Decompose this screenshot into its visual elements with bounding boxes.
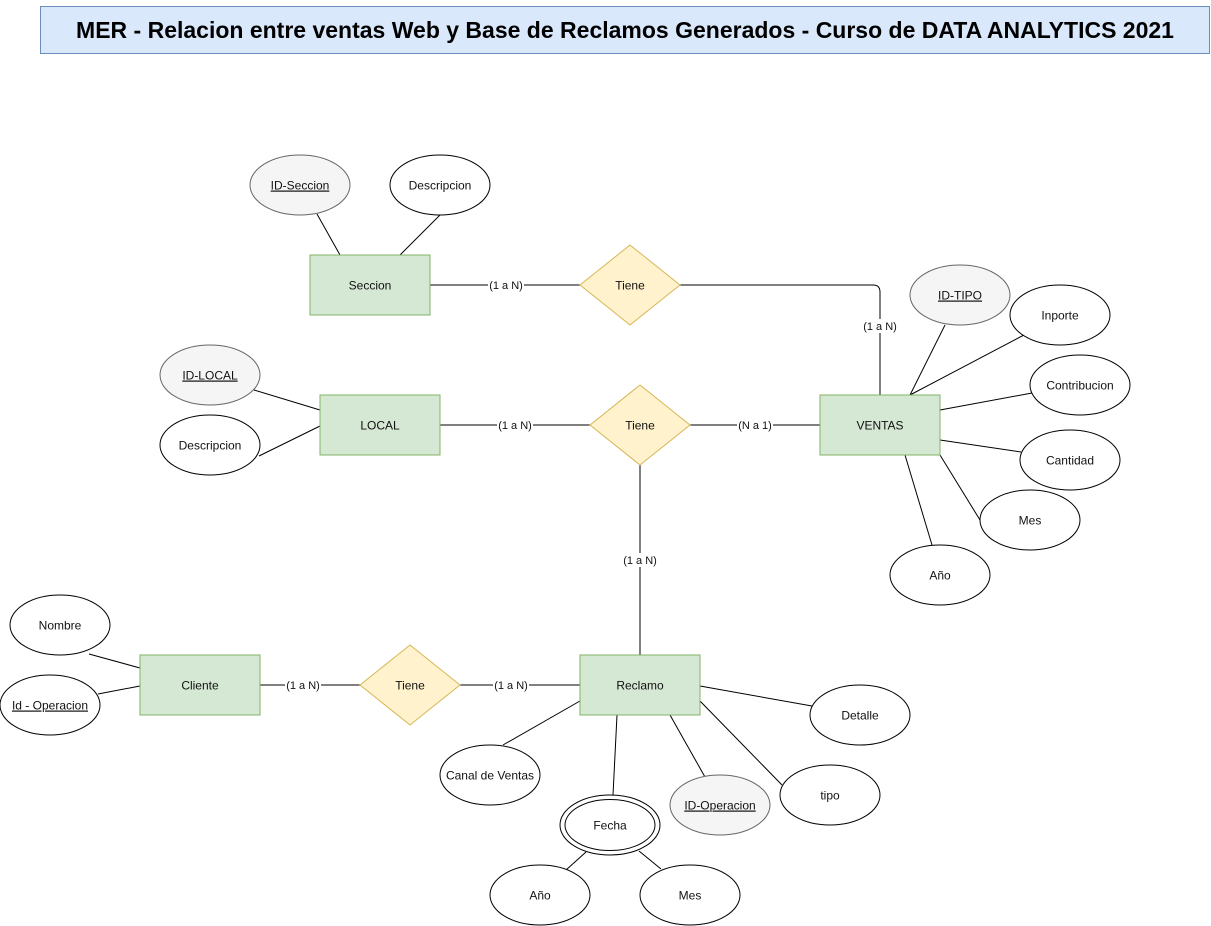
line-reclamo-detalle bbox=[699, 685, 813, 707]
relation-local-ventas: Tiene bbox=[589, 384, 691, 466]
attr-reclamo-tipo-label: tipo bbox=[820, 789, 840, 803]
attr-seccion-descripcion: Descripcion bbox=[389, 154, 491, 216]
attr-local-id-label: ID-LOCAL bbox=[182, 369, 238, 383]
line-ventas-anio bbox=[904, 454, 933, 546]
entity-local-label: LOCAL bbox=[360, 419, 400, 433]
attr-reclamo-canal: Canal de Ventas bbox=[439, 744, 541, 806]
line-cliente-id bbox=[97, 685, 141, 695]
attr-ventas-contribucion: Contribucion bbox=[1029, 354, 1131, 416]
attr-fecha-mes-label: Mes bbox=[679, 889, 702, 903]
attr-reclamo-tipo: tipo bbox=[779, 764, 881, 826]
line-tiene-ventas-top bbox=[680, 284, 881, 395]
attr-seccion-id: ID-Seccion bbox=[249, 154, 351, 216]
attr-reclamo-detalle: Detalle bbox=[809, 684, 911, 746]
cardinality-labels: (1 a N) (1 a N) (1 a N) (N a 1) (1 a N) … bbox=[285, 278, 898, 692]
attr-ventas-id: ID-TIPO bbox=[909, 264, 1011, 326]
relation-cliente-reclamo-label: Tiene bbox=[395, 679, 425, 693]
line-local-id bbox=[253, 389, 321, 411]
attr-ventas-inporte-label: Inporte bbox=[1041, 309, 1079, 323]
line-fecha-anio bbox=[565, 851, 587, 871]
line-reclamo-tipo bbox=[699, 700, 783, 786]
diagram-title: MER - Relacion entre ventas Web y Base d… bbox=[40, 6, 1210, 54]
attr-local-descripcion-label: Descripcion bbox=[179, 439, 242, 453]
cardinality-cliente-tiene: (1 a N) bbox=[286, 680, 320, 692]
attr-ventas-inporte: Inporte bbox=[1009, 284, 1111, 346]
relation-seccion-ventas: Tiene bbox=[579, 244, 681, 326]
entity-seccion-label: Seccion bbox=[349, 279, 392, 293]
cardinality-tiene-ventas: (N a 1) bbox=[738, 420, 772, 432]
attr-reclamo-canal-label: Canal de Ventas bbox=[446, 769, 534, 783]
entity-seccion: Seccion bbox=[309, 254, 431, 316]
line-ventas-idtipo bbox=[909, 324, 946, 396]
relation-cliente-reclamo: Tiene bbox=[359, 644, 461, 726]
attr-fecha-anio-label: Año bbox=[529, 889, 551, 903]
attr-reclamo-detalle-label: Detalle bbox=[841, 709, 879, 723]
attr-reclamo-id-label: ID-Operacion bbox=[684, 799, 755, 813]
line-ventas-cantidad bbox=[939, 439, 1022, 453]
attr-reclamo-id: ID-Operacion bbox=[669, 774, 771, 836]
line-reclamo-idoperacion bbox=[669, 714, 706, 778]
line-seccion-id bbox=[316, 213, 341, 256]
cardinality-tiene-ventas-top: (1 a N) bbox=[863, 321, 897, 333]
attr-seccion-id-label: ID-Seccion bbox=[271, 179, 330, 193]
attr-ventas-cantidad: Cantidad bbox=[1019, 429, 1121, 491]
line-reclamo-fecha bbox=[612, 714, 618, 796]
entity-cliente: Cliente bbox=[139, 654, 261, 716]
attr-ventas-id-label: ID-TIPO bbox=[938, 289, 982, 303]
cardinality-local-tiene: (1 a N) bbox=[498, 420, 532, 432]
attr-ventas-anio-label: Año bbox=[929, 569, 951, 583]
attr-ventas-mes: Mes bbox=[979, 489, 1081, 551]
attr-cliente-id-label: Id - Operacion bbox=[12, 699, 88, 713]
attr-fecha-mes: Mes bbox=[639, 864, 741, 926]
line-ventas-inporte bbox=[909, 334, 1025, 396]
attr-fecha-anio: Año bbox=[489, 864, 591, 926]
entity-local: LOCAL bbox=[319, 394, 441, 456]
cardinality-tiene-reclamo-vertical: (1 a N) bbox=[623, 555, 657, 567]
line-reclamo-canal bbox=[502, 700, 581, 746]
attr-cliente-nombre: Nombre bbox=[9, 594, 111, 656]
attr-local-id: ID-LOCAL bbox=[159, 344, 261, 406]
relationships: Tiene Tiene Tiene bbox=[359, 244, 691, 726]
entity-ventas-label: VENTAS bbox=[856, 419, 903, 433]
attr-cliente-id: Id - Operacion bbox=[0, 674, 101, 736]
attributes: ID-Seccion Descripcion ID-LOCAL Descripc… bbox=[0, 154, 1131, 926]
attr-reclamo-fecha-label: Fecha bbox=[593, 819, 627, 833]
connector-lines bbox=[88, 213, 1033, 871]
line-seccion-descripcion bbox=[399, 214, 441, 256]
attr-local-descripcion: Descripcion bbox=[159, 414, 261, 476]
attr-cliente-nombre-label: Nombre bbox=[39, 619, 82, 633]
attr-seccion-descripcion-label: Descripcion bbox=[409, 179, 472, 193]
attr-ventas-cantidad-label: Cantidad bbox=[1046, 454, 1094, 468]
line-ventas-mes bbox=[939, 454, 981, 521]
line-local-descripcion bbox=[258, 425, 321, 457]
cardinality-tiene-reclamo: (1 a N) bbox=[494, 680, 528, 692]
relation-local-ventas-label: Tiene bbox=[625, 419, 655, 433]
line-fecha-mes bbox=[638, 850, 662, 870]
entity-reclamo: Reclamo bbox=[579, 654, 701, 716]
attr-ventas-contribucion-label: Contribucion bbox=[1046, 379, 1113, 393]
attr-ventas-mes-label: Mes bbox=[1019, 514, 1042, 528]
attr-ventas-anio: Año bbox=[889, 544, 991, 606]
entities: Seccion LOCAL VENTAS Cliente Reclamo bbox=[139, 254, 941, 716]
attr-reclamo-fecha: Fecha bbox=[559, 794, 661, 856]
line-ventas-contribucion bbox=[939, 392, 1033, 411]
entity-reclamo-label: Reclamo bbox=[616, 679, 664, 693]
cardinality-seccion-tiene: (1 a N) bbox=[489, 280, 523, 292]
entity-cliente-label: Cliente bbox=[181, 679, 219, 693]
entity-ventas: VENTAS bbox=[819, 394, 941, 456]
relation-seccion-ventas-label: Tiene bbox=[615, 279, 645, 293]
line-cliente-nombre bbox=[88, 653, 141, 669]
